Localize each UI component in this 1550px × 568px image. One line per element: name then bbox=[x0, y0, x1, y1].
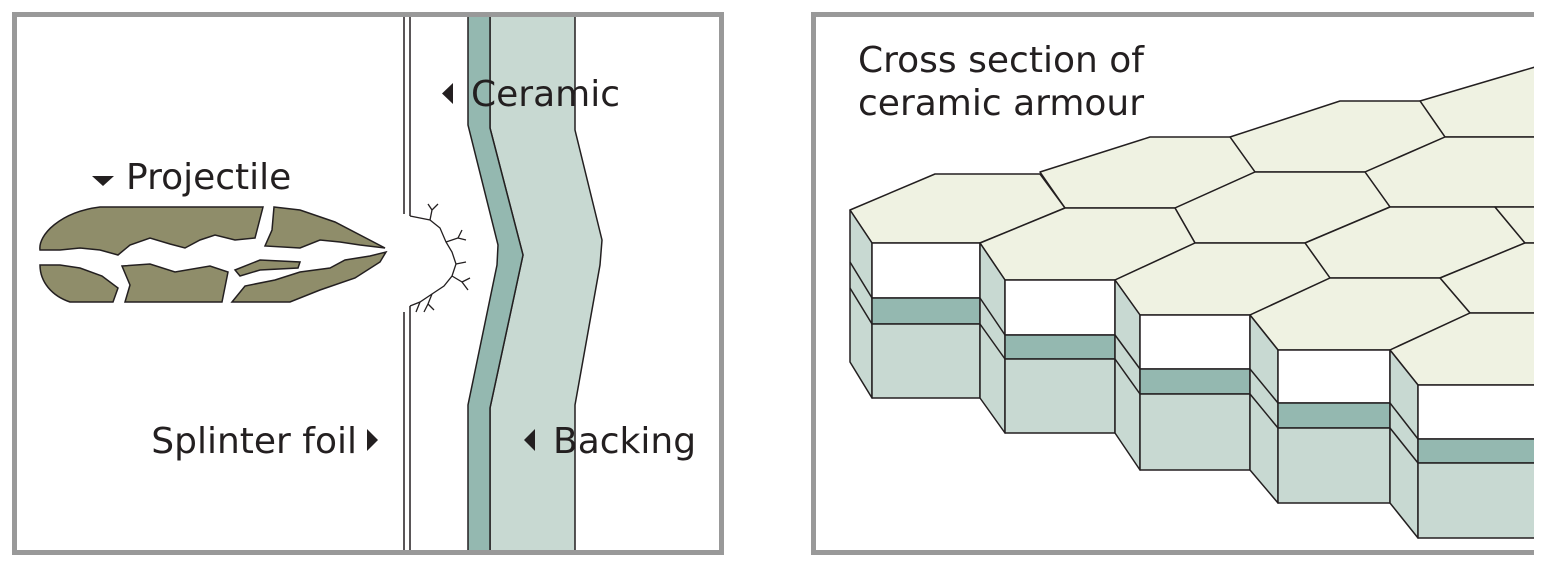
projectile-label: Projectile bbox=[126, 157, 291, 198]
hex-tile-array bbox=[849, 66, 1534, 539]
projectile-pointer-icon bbox=[92, 176, 114, 186]
hex-tile-side bbox=[849, 209, 873, 399]
ceramic-pointer-icon bbox=[442, 83, 453, 104]
hex-tile-face-strike bbox=[871, 242, 981, 299]
hex-tile-top bbox=[1494, 206, 1534, 244]
projectile-fragment bbox=[39, 264, 119, 303]
splinter-foil bbox=[403, 16, 411, 551]
hex-tile-face-backing bbox=[1139, 393, 1251, 471]
hex-tile-face-ceramic bbox=[1417, 438, 1534, 464]
backing-label: Backing bbox=[553, 421, 696, 462]
projectile-fragment bbox=[120, 263, 229, 303]
hex-tile-top bbox=[1419, 66, 1534, 138]
hex-tile-face-ceramic bbox=[1277, 402, 1391, 429]
backing-pointer-icon bbox=[524, 429, 535, 451]
hex-tile-face-strike bbox=[1417, 384, 1534, 440]
hex-tile-side bbox=[1114, 279, 1141, 471]
hex-tile-face-backing bbox=[871, 323, 981, 399]
crack-lines bbox=[409, 203, 471, 313]
projectile-fragment bbox=[263, 206, 386, 249]
splinter-foil-label: Splinter foil bbox=[151, 421, 357, 462]
hex-tile-face-backing bbox=[1277, 427, 1391, 504]
hex-tile-face-strike bbox=[1004, 279, 1116, 336]
hex-tile-face-ceramic bbox=[871, 297, 981, 325]
projectile-fragment bbox=[230, 250, 388, 303]
panel-title-line1: Cross section of bbox=[858, 40, 1145, 81]
impact-panel: Projectile Ceramic Splinter foil Backing bbox=[39, 16, 696, 551]
ceramic-label: Ceramic bbox=[471, 74, 620, 115]
hex-tile-face-backing bbox=[1004, 358, 1116, 434]
cross-section-panel-frame bbox=[811, 12, 1534, 555]
hex-tile-face-strike bbox=[1139, 314, 1251, 370]
cross-section-panel: Cross section of ceramic armour bbox=[849, 40, 1534, 539]
hex-tile-face-backing bbox=[1417, 462, 1534, 539]
projectile bbox=[39, 206, 388, 303]
splinter-foil-pointer-icon bbox=[367, 429, 378, 451]
projectile-fragment bbox=[39, 206, 264, 256]
hex-tile-face-ceramic bbox=[1004, 334, 1116, 360]
panel-title-line2: ceramic armour bbox=[858, 83, 1144, 124]
ceramic-layer bbox=[467, 16, 524, 551]
hex-tile-face-strike bbox=[1277, 349, 1391, 404]
hex-tile-face-ceramic bbox=[1139, 368, 1251, 395]
impact-panel-frame bbox=[12, 12, 724, 555]
projectile-fragment bbox=[233, 259, 302, 277]
